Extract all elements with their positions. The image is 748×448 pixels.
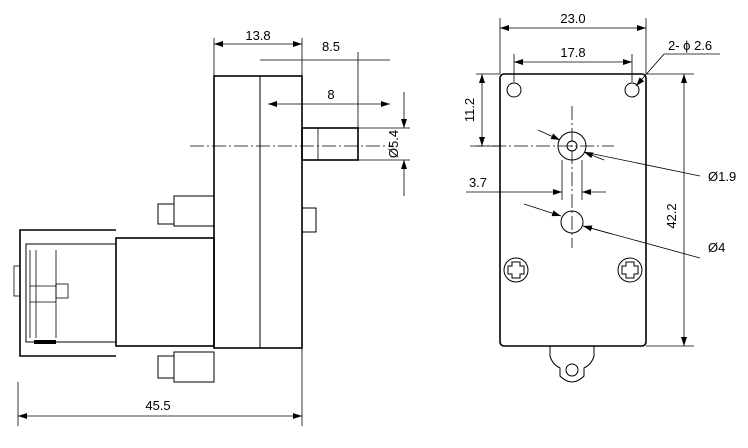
screw-right (617, 257, 643, 283)
mounting-tab (549, 346, 595, 383)
dim-13-8: 13.8 (245, 28, 270, 43)
side-boss (301, 207, 317, 233)
mount-hole-left (506, 82, 522, 98)
output-shaft (301, 127, 359, 161)
mount-hole-right (624, 82, 640, 98)
motor-flange-top (173, 195, 215, 227)
dim-hole-diameter: Ø4 (708, 240, 725, 255)
dim-8: 8 (327, 87, 334, 102)
dim-23: 23.0 (560, 11, 585, 26)
dim-3-7: 3.7 (469, 175, 487, 190)
dim-42-2: 42.2 (664, 203, 679, 228)
dim-shaft-hole: Ø1.9 (708, 169, 736, 184)
dim-8-5: 8.5 (322, 39, 340, 54)
screw-left (503, 257, 529, 283)
side-view: 13.8 8.5 8 Ø5.4 45.5 (13, 28, 410, 426)
dim-hole-spec: 2- ϕ 2.6 (668, 38, 712, 53)
front-plate (499, 73, 647, 347)
dim-17-8: 17.8 (560, 45, 585, 60)
dim-45-5: 45.5 (145, 398, 170, 413)
dim-shaft-diameter: Ø5.4 (386, 130, 401, 158)
front-view: 23.0 17.8 2- ϕ 2.6 11.2 3.7 Ø1.9 42.2 (462, 11, 736, 383)
dim-11-2: 11.2 (462, 98, 477, 122)
tab-hole (565, 363, 579, 377)
terminal (55, 283, 69, 299)
motor-body (115, 237, 215, 347)
motor-flange-bottom (173, 351, 215, 383)
gearbox-body (213, 75, 303, 349)
